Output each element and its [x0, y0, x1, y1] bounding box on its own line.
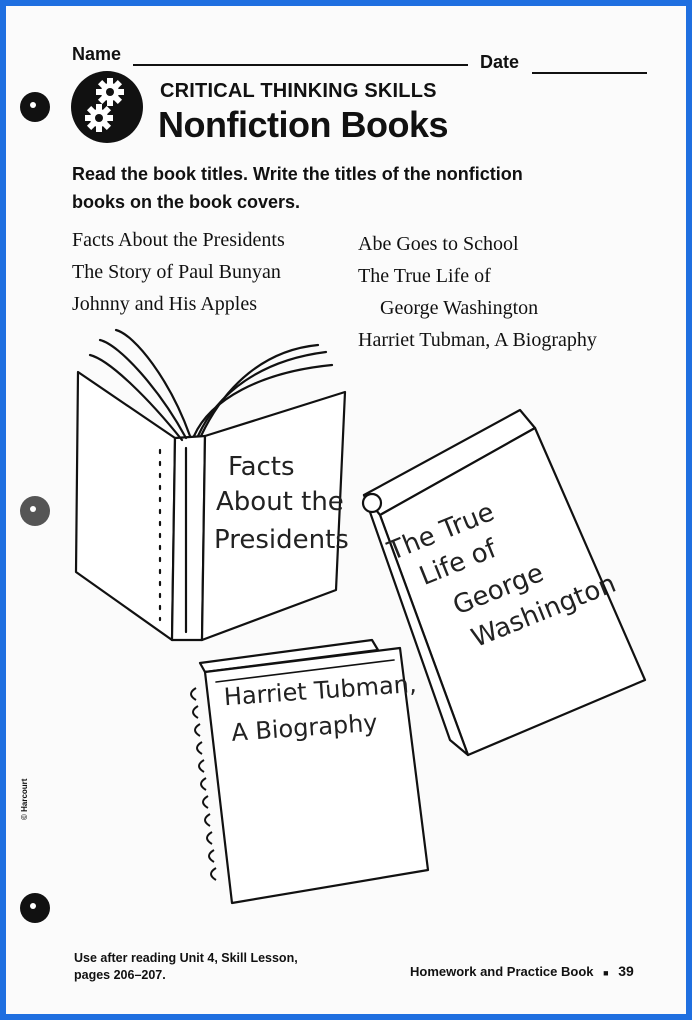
spiral-notebook-drawing	[198, 638, 430, 905]
book-title-item: The Story of Paul Bunyan	[72, 261, 281, 283]
footer-book-name: Homework and Practice Book	[410, 964, 594, 979]
book-list-right: Abe Goes to School The True Life of Geor…	[358, 228, 597, 356]
section-kicker: CRITICAL THINKING SKILLS	[160, 80, 437, 102]
handwritten-title-line: Facts	[228, 452, 295, 482]
book-list-left: Facts About the Presidents The Story of …	[72, 224, 285, 320]
gears-icon	[70, 70, 144, 144]
handwritten-title-line: About the	[216, 487, 344, 517]
footer-note-line: Use after reading Unit 4, Skill Lesson,	[74, 951, 298, 965]
footer-note-line: pages 206–207.	[74, 968, 166, 982]
book-title-item: Johnny and His Apples	[72, 293, 257, 315]
date-field[interactable]	[532, 72, 647, 74]
binder-hole-bottom	[20, 893, 50, 923]
name-label: Name	[72, 44, 122, 64]
book-title-item: The True Life of	[358, 265, 491, 287]
page-number: 39	[618, 963, 634, 979]
footer-bullet: ■	[603, 968, 609, 978]
binder-hole-top	[20, 92, 50, 122]
handwritten-title-line: Presidents	[214, 525, 349, 555]
instructions: Read the book titles. Write the titles o…	[72, 164, 523, 212]
footer-book-ref: Homework and Practice Book ■ 39	[410, 963, 634, 979]
date-label: Date	[480, 52, 520, 72]
spiral-rings	[190, 687, 217, 881]
open-book-drawing	[74, 328, 347, 642]
page-title: Nonfiction Books	[158, 104, 448, 145]
closed-book-drawing	[361, 408, 647, 757]
book-title-item: Facts About the Presidents	[72, 229, 285, 251]
book-title-item: Abe Goes to School	[358, 233, 519, 255]
footer-note: Use after reading Unit 4, Skill Lesson, …	[74, 950, 298, 984]
book-title-item: Harriet Tubman, A Biography	[358, 329, 597, 351]
binder-hole-middle	[20, 496, 50, 526]
book-title-item: George Washington	[380, 297, 539, 319]
copyright-notice: © Harcourt	[20, 778, 29, 820]
name-field[interactable]	[133, 64, 468, 66]
